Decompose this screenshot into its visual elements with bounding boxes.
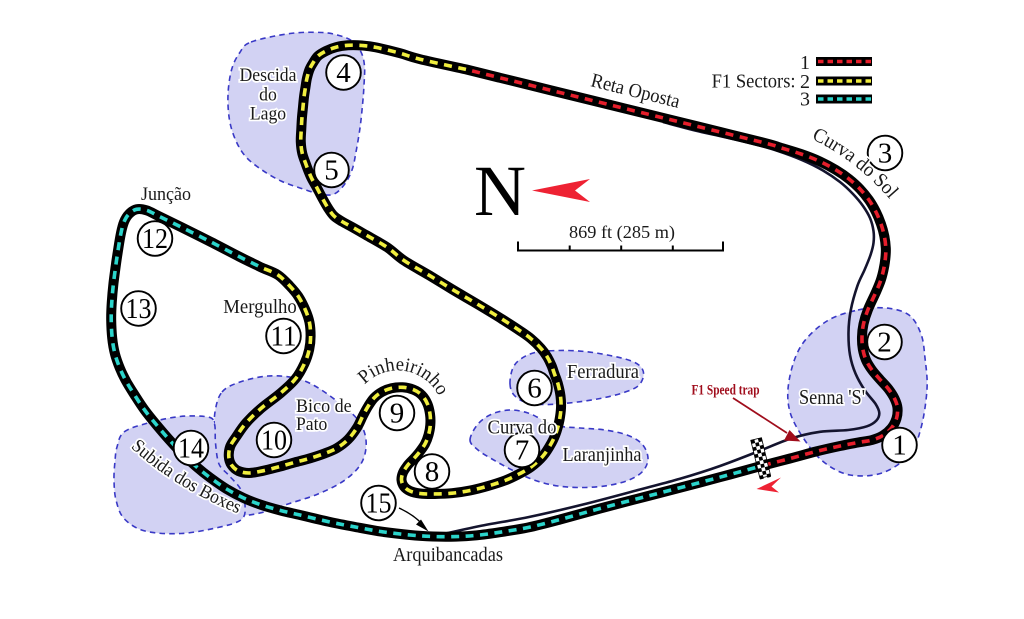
svg-text:Curva do: Curva do	[488, 417, 557, 439]
svg-text:Bico de: Bico de	[296, 396, 352, 417]
svg-text:do: do	[259, 85, 277, 106]
svg-text:7: 7	[515, 435, 530, 467]
svg-text:Junção: Junção	[141, 184, 191, 205]
svg-text:6: 6	[527, 373, 542, 405]
svg-text:1: 1	[892, 430, 907, 462]
svg-text:Mergulho: Mergulho	[223, 296, 297, 318]
svg-text:Pato: Pato	[296, 414, 327, 435]
svg-text:Laranjinha: Laranjinha	[563, 444, 642, 466]
svg-text:15: 15	[366, 488, 392, 520]
svg-text:do: do	[259, 85, 277, 106]
svg-text:Junção: Junção	[141, 184, 191, 205]
svg-text:2: 2	[800, 71, 810, 93]
svg-text:F1 Sectors:: F1 Sectors:	[712, 71, 796, 93]
svg-text:Bico de: Bico de	[296, 396, 352, 417]
svg-text:1: 1	[800, 52, 810, 74]
svg-text:10: 10	[261, 425, 287, 457]
svg-text:2: 2	[877, 327, 892, 359]
svg-text:5: 5	[324, 155, 339, 187]
svg-text:Descida: Descida	[240, 65, 298, 86]
svg-text:13: 13	[126, 293, 152, 325]
svg-text:F1 Speed trap: F1 Speed trap	[692, 383, 760, 399]
svg-text:Descida: Descida	[240, 65, 298, 86]
svg-text:Curva do: Curva do	[488, 417, 557, 439]
svg-text:F1 Speed trap: F1 Speed trap	[692, 383, 760, 399]
svg-text:3: 3	[878, 138, 893, 170]
svg-text:Arquibancadas: Arquibancadas	[393, 544, 503, 566]
svg-text:Senna 'S': Senna 'S'	[799, 385, 865, 409]
svg-text:3: 3	[800, 89, 810, 111]
svg-text:Ferradura: Ferradura	[567, 361, 639, 383]
svg-text:Senna 'S': Senna 'S'	[799, 385, 865, 409]
svg-text:14: 14	[178, 433, 204, 465]
svg-text:Lago: Lago	[250, 104, 286, 125]
svg-text:Ferradura: Ferradura	[567, 361, 639, 383]
svg-text:Pato: Pato	[296, 414, 327, 435]
svg-text:Laranjinha: Laranjinha	[563, 444, 642, 466]
svg-text:4: 4	[336, 57, 351, 89]
svg-text:869 ft (285 m): 869 ft (285 m)	[569, 222, 675, 243]
svg-text:Mergulho: Mergulho	[223, 296, 297, 318]
svg-text:9: 9	[390, 398, 405, 430]
svg-text:N: N	[474, 151, 526, 231]
svg-text:11: 11	[271, 321, 297, 353]
svg-text:8: 8	[425, 456, 440, 488]
svg-text:Lago: Lago	[250, 104, 286, 125]
svg-text:12: 12	[142, 223, 168, 255]
svg-text:Arquibancadas: Arquibancadas	[393, 544, 503, 566]
